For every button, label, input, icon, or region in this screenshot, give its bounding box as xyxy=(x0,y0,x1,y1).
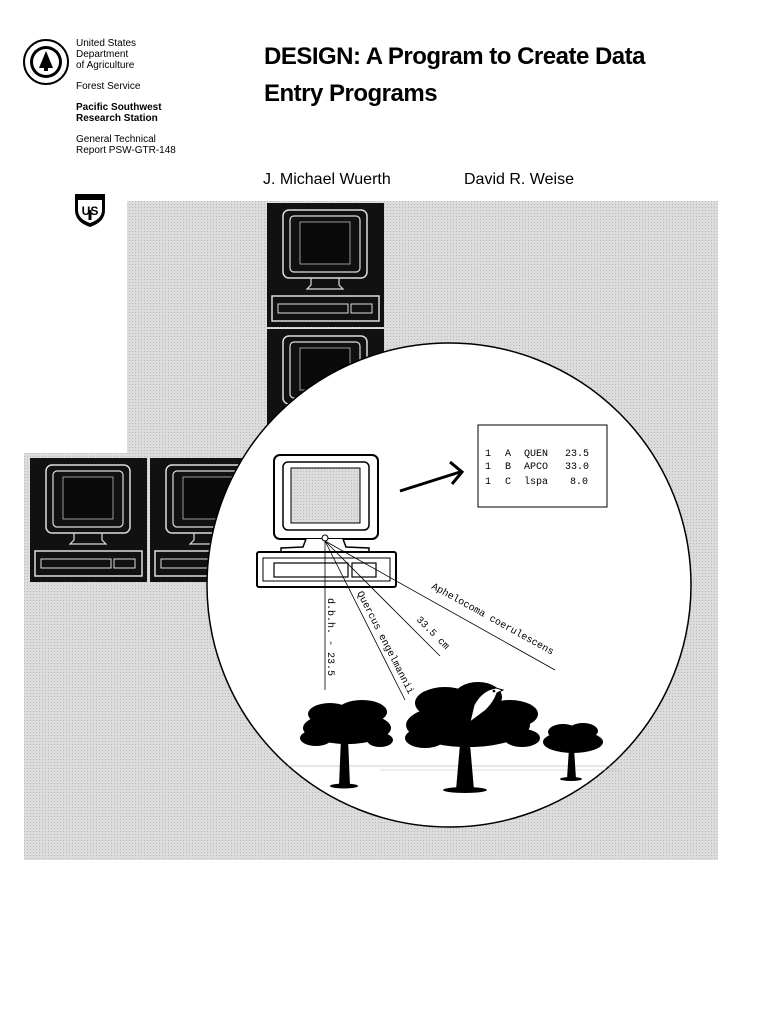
agency-line: of Agriculture xyxy=(76,60,135,71)
forest-service: Forest Service xyxy=(76,81,141,92)
author-name: J. Michael Wuerth xyxy=(263,171,391,188)
usda-seal-icon xyxy=(23,39,69,85)
radiating-lines xyxy=(324,540,556,701)
screen-cell: APCO xyxy=(524,462,548,473)
screen-cell: QUEN xyxy=(524,449,548,460)
screen-cell: B xyxy=(505,462,511,473)
agency-line: Department xyxy=(76,49,129,60)
oak-tree-icon xyxy=(300,700,393,789)
scrub-jay-icon xyxy=(469,687,505,724)
station-line: Pacific Southwest xyxy=(76,102,162,113)
report-line: General Technical xyxy=(76,134,156,145)
screen-cell: 1 xyxy=(485,477,491,488)
oak-tree-icon xyxy=(543,723,603,781)
agency-line: United States xyxy=(76,38,137,49)
screen-cell: 33.0 xyxy=(565,462,589,473)
screen-cell: A xyxy=(505,449,511,460)
screen-cell: C xyxy=(505,477,511,488)
screen-cell: lspa xyxy=(524,476,548,488)
title-line: DESIGN: A Program to Create Data xyxy=(264,43,645,70)
screen-cell: 23.5 xyxy=(565,449,589,460)
screen-cell: 1 xyxy=(485,462,491,473)
monitor-icon xyxy=(29,457,148,583)
report-line: Report PSW-GTR-148 xyxy=(76,145,176,156)
forest-service-shield-icon: US xyxy=(75,194,105,227)
agency-block: United States Department of Agriculture … xyxy=(76,38,236,156)
title-line: Entry Programs xyxy=(264,80,438,107)
screen-cell: 8.0 xyxy=(570,477,588,488)
author-name: David R. Weise xyxy=(464,171,574,188)
computer-drawing xyxy=(256,454,397,588)
dbh-label: d.b.h. - 23.5 xyxy=(324,598,336,676)
station-line: Research Station xyxy=(76,113,158,124)
page-title: DESIGN: A Program to Create Data Entry P… xyxy=(264,38,744,112)
data-screen xyxy=(477,424,608,508)
arrow-icon xyxy=(399,460,465,493)
monitor-icon xyxy=(266,202,385,328)
screen-cell: 1 xyxy=(485,449,491,460)
